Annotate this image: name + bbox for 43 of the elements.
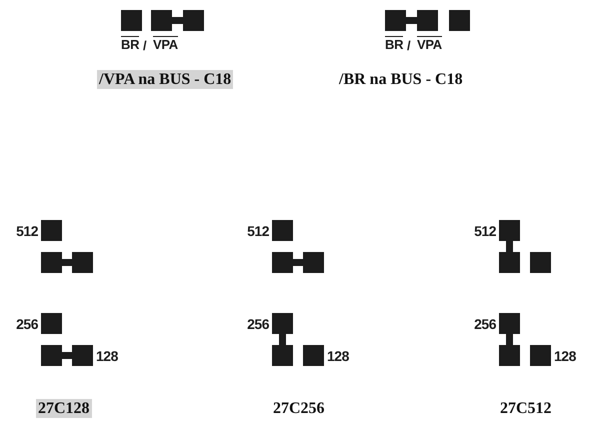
jumper-pad (303, 252, 324, 273)
jumper-bridge (406, 17, 417, 24)
jumper-bridge (506, 334, 513, 345)
highlighted-caption: /VPA na BUS - C18 (97, 70, 234, 90)
jumper-pad (530, 252, 551, 273)
pin-number: 512 (16, 224, 38, 238)
jumper-bridge (279, 334, 286, 345)
jumper-pad (449, 10, 470, 31)
jumper-pad (272, 252, 293, 273)
signal-name: BR (385, 36, 404, 52)
jumper-pad (417, 10, 438, 31)
jumper-pad (72, 252, 93, 273)
caption: 27C512 (499, 399, 553, 418)
caption: 27C256 (272, 399, 326, 418)
signal-name: VPA (417, 36, 442, 52)
pin-number: 128 (554, 348, 576, 362)
jumper-pad (121, 10, 142, 31)
pin-number: 256 (247, 316, 269, 330)
jumper-pad (499, 252, 520, 273)
jumper-bridge (293, 259, 303, 266)
pin-number: 128 (327, 348, 349, 362)
jumper-pad (385, 10, 406, 31)
jumper-pad (41, 345, 62, 366)
signal-name: BR (121, 36, 140, 52)
caption: /BR na BUS - C18 (338, 70, 464, 90)
jumper-pad (183, 10, 204, 31)
pin-number: 512 (474, 224, 496, 238)
jumper-pad (499, 345, 520, 366)
jumper-bridge (62, 352, 72, 359)
separator-text: / (143, 36, 146, 53)
pin-number: 128 (96, 348, 118, 362)
jumper-bridge (172, 17, 183, 24)
jumper-bridge (506, 241, 513, 252)
pin-number: 256 (474, 316, 496, 330)
jumper-pad (151, 10, 172, 31)
pin-number: 512 (247, 224, 269, 238)
jumper-pad (41, 252, 62, 273)
separator-text: / (407, 36, 410, 53)
pin-number: 256 (16, 316, 38, 330)
jumper-pad (272, 345, 293, 366)
highlighted-caption: 27C128 (36, 399, 92, 418)
jumper-bridge (62, 259, 72, 266)
signal-name: VPA (153, 36, 178, 52)
